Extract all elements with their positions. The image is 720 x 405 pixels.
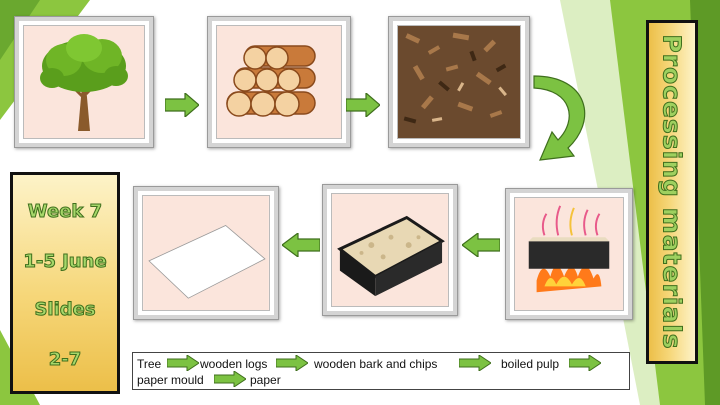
caption-mould: paper mould <box>137 373 204 387</box>
week-info-box: Week 7 1-5 June Slides 2-7 <box>10 172 120 394</box>
dates-label: 1-5 June <box>23 251 107 273</box>
chips-image-frame <box>388 16 530 148</box>
arrow-right-icon <box>165 93 199 117</box>
logs-icon <box>217 26 341 138</box>
slides-label: Slides <box>34 299 96 321</box>
arrow-right-icon <box>214 371 246 387</box>
arrow-right-icon <box>346 93 380 117</box>
arrow-left-icon <box>282 233 320 257</box>
caption-chips: wooden bark and chips <box>314 357 438 371</box>
tree-image-frame <box>14 16 154 148</box>
process-caption: Tree wooden logs wooden bark and chips b… <box>132 352 630 390</box>
logs-image-frame <box>207 16 351 148</box>
boiling-pulp-icon <box>515 198 623 310</box>
paper-sheet-icon <box>143 196 269 310</box>
arrow-right-icon <box>167 355 199 371</box>
tree-icon <box>24 26 144 138</box>
paper-mould-image-frame <box>322 184 458 316</box>
paper-mould-icon <box>332 194 448 306</box>
boiled-pulp-image-frame <box>505 188 633 320</box>
wood-chips-icon <box>398 26 520 138</box>
arrow-left-icon <box>462 233 500 257</box>
title-box: Processing materials <box>646 20 698 364</box>
caption-pulp: boiled pulp <box>501 357 560 371</box>
slides-range-label: 2-7 <box>48 349 82 371</box>
page-title: Processing materials <box>657 34 687 350</box>
caption-paper: paper <box>250 373 281 387</box>
paper-image-frame <box>133 186 279 320</box>
arrow-right-icon <box>569 355 601 371</box>
curved-arrow-down-icon <box>533 75 586 161</box>
caption-tree: Tree <box>137 357 162 371</box>
week-label: Week 7 <box>27 201 103 223</box>
arrow-right-icon <box>276 355 308 371</box>
arrow-right-icon <box>459 355 491 371</box>
caption-logs: wooden logs <box>200 357 268 371</box>
